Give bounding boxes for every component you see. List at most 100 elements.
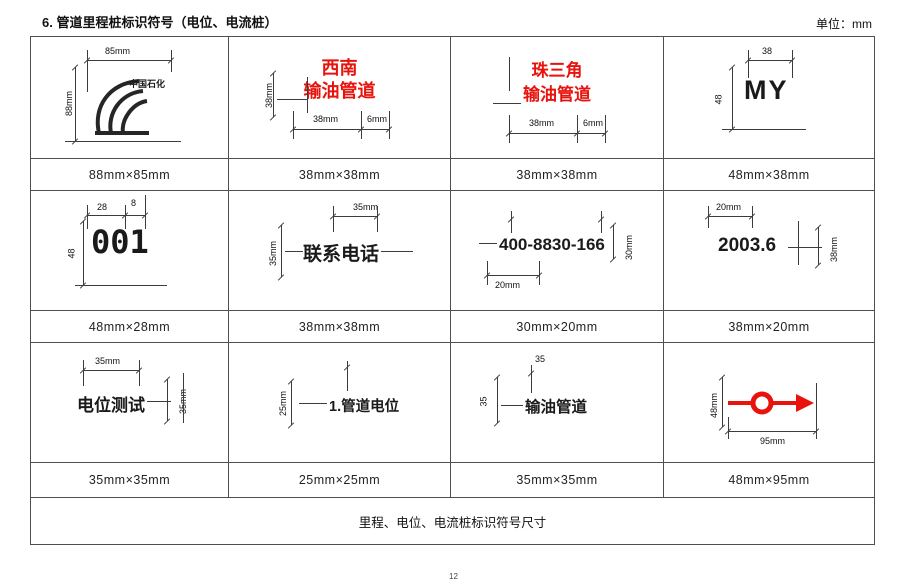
size-label-cell: 38mm×20mm [664,311,874,343]
size-label: 88mm×85mm [88,167,171,182]
dim-ext-line [728,417,729,439]
dim-ext-line [125,205,126,229]
size-label-cell: 38mm×38mm [229,311,451,343]
size-label-cell: 35mm×35mm [31,463,229,498]
symbol-text: MY [744,75,789,105]
size-label-cell: 35mm×35mm [451,463,664,498]
size-label: 35mm×35mm [516,473,598,487]
dim-ext-line [752,206,753,228]
construction-line [183,373,184,423]
dim-label: 28 [97,202,108,212]
construction-line [299,403,327,404]
dim-tick [609,256,617,263]
size-label: 25mm×25mm [298,473,381,487]
dim-line [291,381,292,425]
dim-ext-line [361,111,362,139]
symbol-cell-oil-pipeline: 35 35 输油管道 [451,343,664,463]
symbol-cell-hotline-number: 400-8830-166 30mm 20mm [451,191,664,311]
symbol-text: 400-8830-166 [499,235,605,254]
dim-ext-line [75,285,167,286]
symbol-cell-xinan-pipeline: 西南 输油管道 38mm 38mm 6mm [229,37,451,159]
dim-line [83,370,139,371]
dim-line [732,67,733,129]
dim-tick [277,274,285,281]
dim-ext-line [539,261,540,285]
symbol-cell-contact-phone: 35mm 35mm 联系电话 [229,191,451,311]
dim-line [818,227,819,265]
size-label: 38mm×20mm [728,319,810,334]
construction-line [277,99,307,100]
construction-line [479,243,497,244]
dim-line [748,60,792,61]
dim-ext-line [171,50,172,72]
dim-line [167,379,168,421]
dim-ext-line [293,111,294,139]
dim-line [75,67,76,141]
size-label: 48mm×95mm [728,473,810,487]
dim-ext-line [605,115,606,143]
dim-label: 20mm [495,280,521,290]
dim-label: 25mm [278,390,289,417]
construction-line [493,103,521,104]
dim-ext-line [145,195,146,229]
dim-line [531,365,532,393]
dim-label: 38mm [829,236,840,263]
dim-label: 35mm [353,202,379,212]
size-label-cell: 48mm×28mm [31,311,229,343]
construction-line [509,57,510,91]
symbol-text: 珠三角 输油管道 [451,59,663,107]
dim-line [613,225,614,259]
dim-tick [493,420,501,427]
size-label-cell: 25mm×25mm [229,463,451,498]
size-label-cell: 38mm×38mm [229,159,451,191]
construction-line [347,361,348,391]
size-label: 48mm×38mm [728,167,810,182]
dim-tick [269,114,277,121]
dim-label: 20mm [716,202,742,212]
dim-label: 6mm [583,118,603,128]
dim-ext-line [816,383,817,439]
dim-label: 35 [478,396,489,407]
dim-tick [718,424,726,431]
symbol-text-line1: 西南 [321,58,358,78]
dim-label: 35mm [95,356,121,366]
symbol-cell-flow-direction: 48mm 95mm [664,343,874,463]
dim-label: 8 [131,198,137,208]
construction-line [788,247,822,248]
dim-ext-line [708,206,709,228]
table-caption: 里程、电位、电流桩标识符号尺寸 [31,498,874,544]
dim-line [83,221,84,285]
dim-ext-line [83,360,84,386]
construction-line [511,211,512,233]
construction-line [307,77,308,113]
size-label: 38mm×38mm [298,319,381,334]
size-label-cell: 48mm×38mm [664,159,874,191]
size-label-cell: 48mm×95mm [664,463,874,498]
dim-label: 48 [713,94,724,105]
construction-line [798,221,799,265]
dim-tick [163,418,171,425]
sinopec-logo-text: 中国石化 [129,79,166,89]
construction-line [601,211,602,233]
table-caption-text: 里程、电位、电流桩标识符号尺寸 [358,515,547,530]
dim-label: 88mm [64,90,75,117]
size-label-cell: 38mm×38mm [451,159,664,191]
symbol-cell-001: 28 8 48 001 [31,191,229,311]
construction-line [501,405,523,406]
symbol-cell-sinopec-logo: 85mm 88mm 中国石化 [31,37,229,159]
dim-tick [814,262,822,269]
size-label-cell: 30mm×20mm [451,311,664,343]
dim-label: 95mm [760,436,786,446]
symbol-cell-pipeline-potential: 25mm 1.管道电位 [229,343,451,463]
dim-label: 6mm [367,114,387,124]
dim-line [293,129,389,130]
dim-label: 38mm [529,118,555,128]
symbol-text: 1.管道电位 [329,399,400,415]
dim-ext-line [748,50,749,78]
dim-line [728,431,816,432]
dim-ext-line [577,115,578,143]
size-label: 30mm×20mm [516,319,598,334]
dim-label: 30mm [624,234,635,261]
symbol-text: 联系电话 [303,244,380,265]
